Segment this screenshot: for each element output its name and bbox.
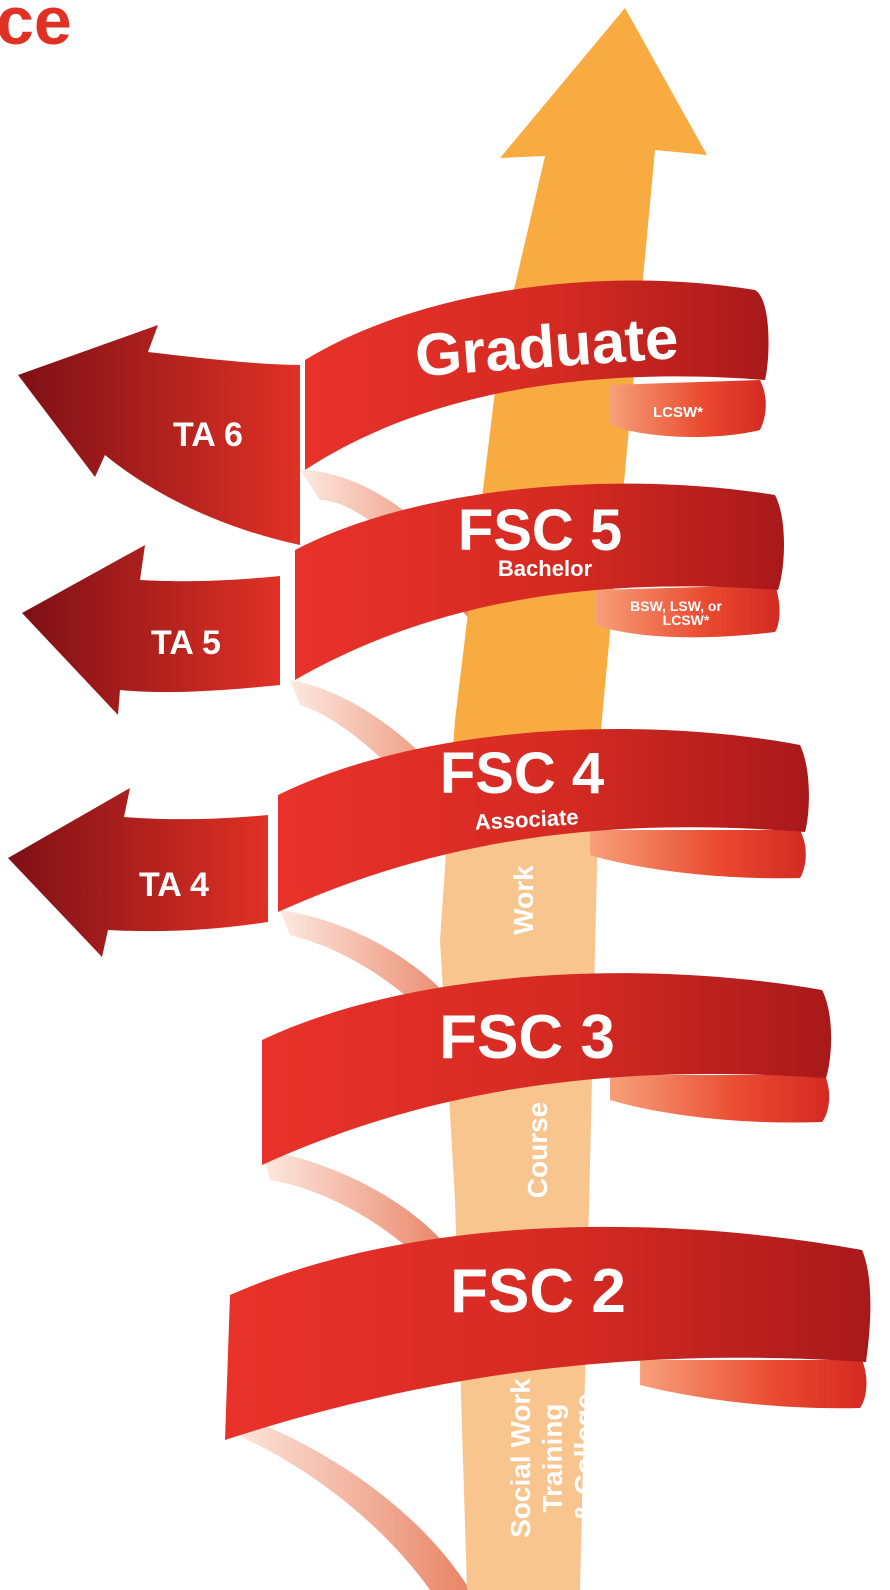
training-line-2: Training (537, 1404, 568, 1513)
ribbon-fsc4 (278, 729, 809, 912)
exit-label-ta5: TA 5 (151, 624, 221, 662)
level-label-fsc3: FSC 3 (439, 1003, 615, 1072)
page-heading-fragment: ce (0, 0, 72, 59)
level-sublabel-fsc4: Associate (474, 804, 579, 834)
credential-graduate: LCSW* (653, 404, 703, 421)
arrow-label-training: Social Work Training & College (505, 1378, 600, 1538)
ribbon-fsc5 (295, 483, 784, 680)
training-line-1: Social Work (505, 1378, 536, 1538)
level-label-fsc4: FSC 4 (440, 741, 604, 806)
level-label-fsc2: FSC 2 (450, 1257, 626, 1326)
exit-label-ta4: TA 4 (139, 866, 209, 904)
level-sublabel-fsc5: Bachelor (498, 556, 593, 581)
arrow-label-course: Course (522, 1102, 553, 1198)
exit-arrow-ta4 (8, 788, 268, 957)
ribbon-fsc2 (225, 1226, 871, 1440)
ribbon-graduate (305, 280, 769, 470)
level-label-fsc5: FSC 5 (458, 498, 622, 563)
credential-fsc5: BSW, LSW, or LCSW* (630, 598, 726, 628)
ribbon-fsc3 (262, 973, 832, 1165)
exit-label-ta6: TA 6 (173, 416, 243, 454)
exit-arrow-ta6 (18, 325, 300, 545)
arrow-label-work: Work (508, 865, 539, 935)
exit-arrow-ta5 (22, 545, 280, 715)
training-line-3: & College (569, 1393, 600, 1522)
